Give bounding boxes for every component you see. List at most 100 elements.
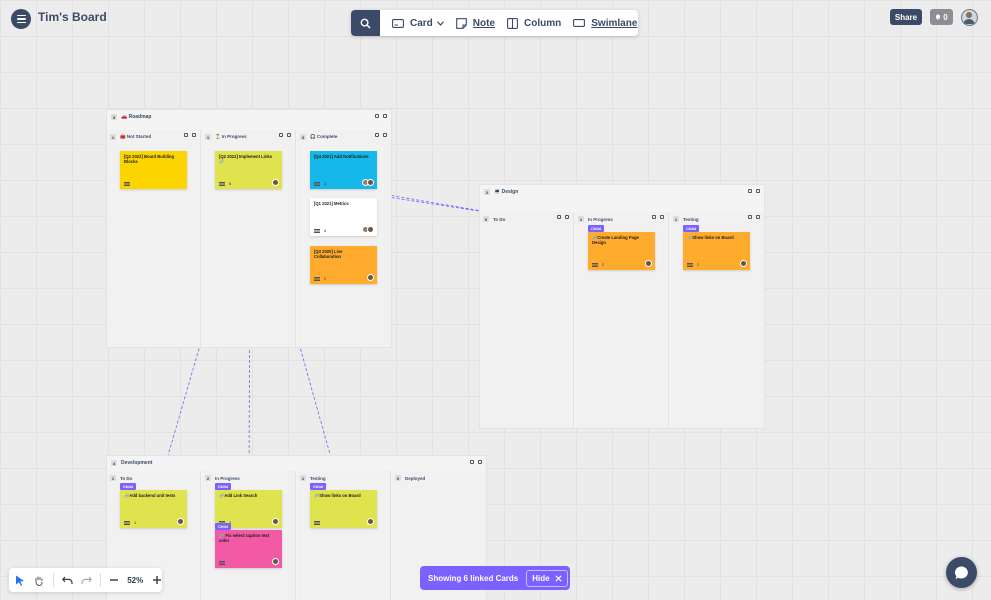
undo-button[interactable]	[61, 574, 73, 586]
canvas-tools: 52%	[9, 568, 162, 592]
edit-icon[interactable]	[279, 133, 283, 137]
card[interactable]: Child 🔗Show links on Board	[310, 483, 377, 528]
lock-icon[interactable]	[660, 215, 664, 219]
column-count: 1	[300, 475, 306, 481]
card[interactable]: Child 🔗Create Landing Page Design 2	[588, 225, 655, 270]
search-button[interactable]	[351, 10, 380, 36]
undo-icon	[61, 576, 73, 584]
column-count: 0	[395, 475, 401, 481]
edit-icon[interactable]	[748, 189, 752, 193]
divider	[99, 573, 101, 587]
search-icon	[360, 18, 371, 29]
column-title: 🎧 Complete	[310, 134, 338, 139]
chevron-down-icon[interactable]	[436, 20, 444, 26]
child-badge: Child	[120, 483, 136, 490]
minus-icon	[109, 579, 118, 581]
card[interactable]: Child 🔗 Fix select caption text color	[215, 523, 282, 568]
edit-icon[interactable]	[375, 133, 379, 137]
lock-icon[interactable]	[192, 133, 196, 137]
swimlane-count: 4	[111, 460, 117, 466]
note-icon	[455, 17, 467, 29]
lock-icon[interactable]	[756, 215, 760, 219]
avatar	[367, 226, 374, 233]
card[interactable]: Child 🔗Show links on Board 2	[683, 225, 750, 270]
column-in-progress[interactable]: 2 In Progress Child 🔗Add Link Search 2 Ch…	[202, 471, 296, 600]
zoom-level: 52%	[127, 575, 144, 585]
chat-button[interactable]	[946, 557, 977, 588]
avatar	[177, 518, 184, 525]
swimlane-header: 4 Development	[107, 456, 486, 470]
card-title: 🔗Show links on Board	[314, 493, 361, 498]
lock-icon[interactable]	[287, 133, 291, 137]
edit-icon[interactable]	[652, 215, 656, 219]
child-badge: Child	[588, 225, 604, 232]
edit-icon[interactable]	[470, 460, 474, 464]
note-label: Note	[472, 17, 496, 29]
column-in-progress[interactable]: 1⏳ In Progress [Q2 2022] Implement Links…	[202, 130, 296, 347]
lock-icon[interactable]	[383, 133, 387, 137]
lock-icon[interactable]	[383, 114, 387, 118]
column-testing[interactable]: 1 Testing Child 🔗Show links on Board	[297, 471, 391, 600]
column-not-started[interactable]: 1🧰 Not Started [Q2 2022] Board Building …	[107, 130, 201, 347]
child-badge: Child	[683, 225, 699, 232]
linked-cards-banner: Showing 6 linked Cards Hide	[420, 566, 570, 590]
card[interactable]: [Q4 2021] Add Notifications 1	[310, 151, 377, 189]
column-title: In Progress	[215, 475, 240, 481]
column-count: 1	[205, 134, 211, 140]
card[interactable]: [Q3 2020] Live Collaboration 2	[310, 246, 377, 284]
lock-icon[interactable]	[478, 460, 482, 464]
close-icon	[555, 574, 562, 582]
edit-icon[interactable]	[748, 215, 752, 219]
add-column-button[interactable]: Column	[507, 18, 561, 29]
column-count: 3	[300, 134, 306, 140]
card[interactable]: Child 🔗Add backend unit tests 1	[120, 483, 187, 528]
select-tool-button[interactable]	[15, 574, 26, 586]
column-title: Testing	[310, 475, 326, 481]
card[interactable]: [Q1 2021] Metrics 6	[310, 198, 377, 236]
edit-icon[interactable]	[557, 215, 561, 219]
link-count: 2	[229, 520, 231, 525]
edit-icon[interactable]	[375, 114, 379, 118]
zoom-out-button[interactable]	[108, 574, 119, 586]
comment-count: 1	[324, 181, 327, 186]
column-complete[interactable]: 3 🎧 Complete [Q4 2021] Add Notifications …	[297, 130, 391, 347]
card-title: [Q2 2022] Board Building Blocks	[124, 154, 175, 165]
lock-icon[interactable]	[756, 189, 760, 193]
avatar	[272, 558, 279, 565]
hide-links-button[interactable]: Hide	[526, 569, 568, 587]
add-note-button[interactable]: Note	[455, 17, 496, 29]
add-card-button[interactable]: Card	[392, 18, 444, 29]
card[interactable]: Child 🔗Add Link Search 2	[215, 483, 282, 528]
column-title: Testing	[683, 216, 699, 222]
zoom-in-button[interactable]	[151, 574, 162, 586]
pan-tool-button[interactable]	[34, 574, 45, 586]
cursor-icon	[16, 575, 25, 586]
plus-icon	[152, 576, 161, 584]
add-swimlane-button[interactable]: Swimlane	[573, 18, 637, 29]
notifications-button[interactable]: 0	[930, 9, 953, 25]
redo-button[interactable]	[80, 574, 92, 586]
lock-icon[interactable]	[565, 215, 569, 219]
card-title: [Q3 2020] Live Collaboration	[314, 249, 343, 260]
redo-icon	[80, 576, 92, 584]
card-title: 🔗Add Link Search	[219, 493, 258, 498]
card-title: 🔗 Fix select caption text color	[219, 533, 270, 544]
child-badge: Child	[310, 483, 326, 490]
swimlane-roadmap[interactable]: 3 🚗 Roadmap 1🧰 Not Started [Q2 2022] Boa…	[107, 110, 391, 347]
swimlane-count: 2	[484, 189, 490, 195]
swimlane-header: 3 🚗 Roadmap	[107, 110, 391, 124]
avatar	[272, 179, 279, 186]
edit-icon[interactable]	[184, 133, 188, 137]
link-count: 1	[134, 520, 137, 525]
menu-icon[interactable]	[11, 9, 31, 29]
share-button[interactable]: Share	[890, 9, 922, 25]
user-avatar[interactable]	[961, 9, 978, 26]
card[interactable]: [Q2 2022] Implement Links 🔗 6	[215, 151, 282, 189]
card[interactable]: [Q2 2022] Board Building Blocks	[120, 151, 187, 189]
swimlane-title: 💻 Design	[494, 189, 519, 195]
